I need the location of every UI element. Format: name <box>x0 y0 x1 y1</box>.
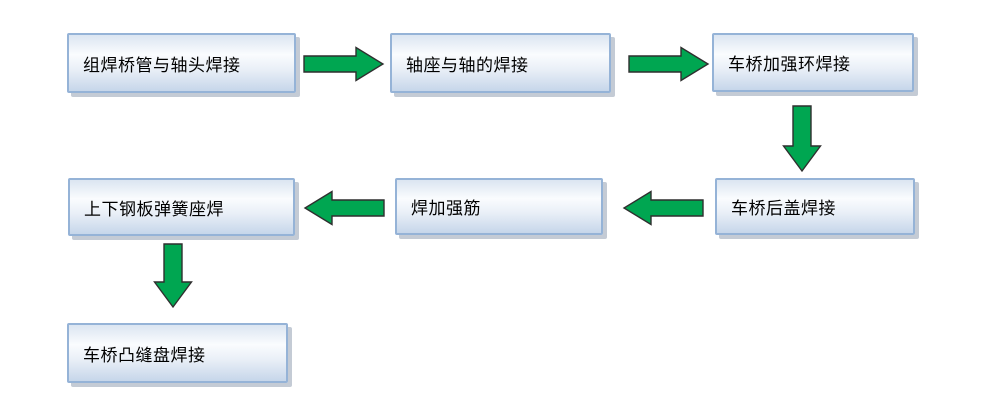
flow-node-leaf-spring-seat-weld: 上下钢板弹簧座焊 <box>68 178 295 236</box>
flow-node-weld-reinforce-rib: 焊加强筋 <box>395 178 603 235</box>
flow-node-weld-bridge-tube-axle-head: 组焊桥管与轴头焊接 <box>67 33 296 93</box>
flow-node-axle-seat-shaft-weld: 轴座与轴的焊接 <box>390 33 611 93</box>
flow-node-label: 焊加强筋 <box>411 199 481 218</box>
flow-arrow-right-icon <box>628 46 710 87</box>
flow-node-axle-reinforce-ring-weld: 车桥加强环焊接 <box>712 33 914 92</box>
flow-node-label: 车桥加强环焊接 <box>728 55 851 74</box>
flow-node-label: 轴座与轴的焊接 <box>406 55 529 75</box>
flow-arrow-down-icon <box>782 105 822 178</box>
flow-node-label: 车桥后盖焊接 <box>731 199 836 218</box>
flow-arrow-right-icon <box>303 46 385 87</box>
flow-arrow-left-icon <box>622 190 704 231</box>
flow-node-label: 车桥凸缝盘焊接 <box>83 345 206 365</box>
flow-node-axle-flange-plate-weld: 车桥凸缝盘焊接 <box>67 323 288 383</box>
flow-node-label: 组焊桥管与轴头焊接 <box>83 55 241 75</box>
flow-node-label: 上下钢板弹簧座焊 <box>84 199 224 219</box>
flow-arrow-down-icon <box>153 243 193 314</box>
flow-node-axle-rear-cover-weld: 车桥后盖焊接 <box>715 178 915 235</box>
flow-arrow-left-icon <box>303 190 385 231</box>
